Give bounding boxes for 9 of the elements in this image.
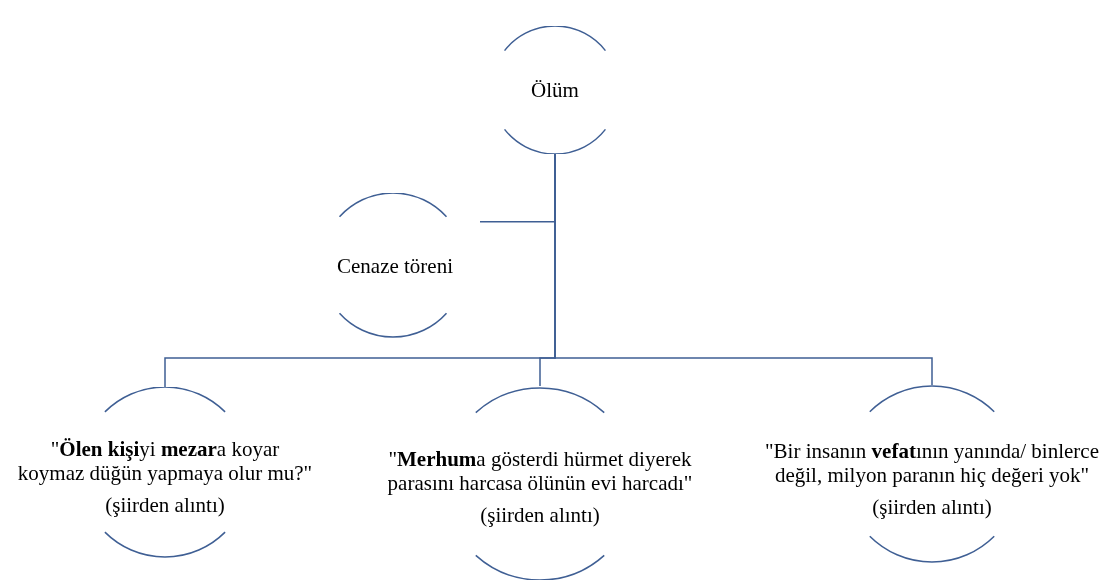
node-text: "Merhuma gösterdi hürmet diyerek parasını harcasa ölünün evi harcadı" bbox=[386, 447, 694, 495]
source-note: (şiirden alıntı) bbox=[871, 495, 993, 519]
node-text: Ölüm bbox=[530, 78, 580, 102]
source-note: (şiirden alıntı) bbox=[479, 503, 601, 527]
node-text: Cenaze töreni bbox=[336, 253, 454, 278]
node-text: "Ölen kişiyi mezara koyar koymaz düğün yapmaya olur mu?" bbox=[16, 437, 314, 485]
node-text: "Bir insanın vefatının yanında/ binlerce değil, milyon paranın hiç değeri yok" bbox=[764, 439, 1100, 487]
connector-line bbox=[554, 153, 933, 386]
source-note: (şiirden alıntı) bbox=[104, 493, 226, 517]
